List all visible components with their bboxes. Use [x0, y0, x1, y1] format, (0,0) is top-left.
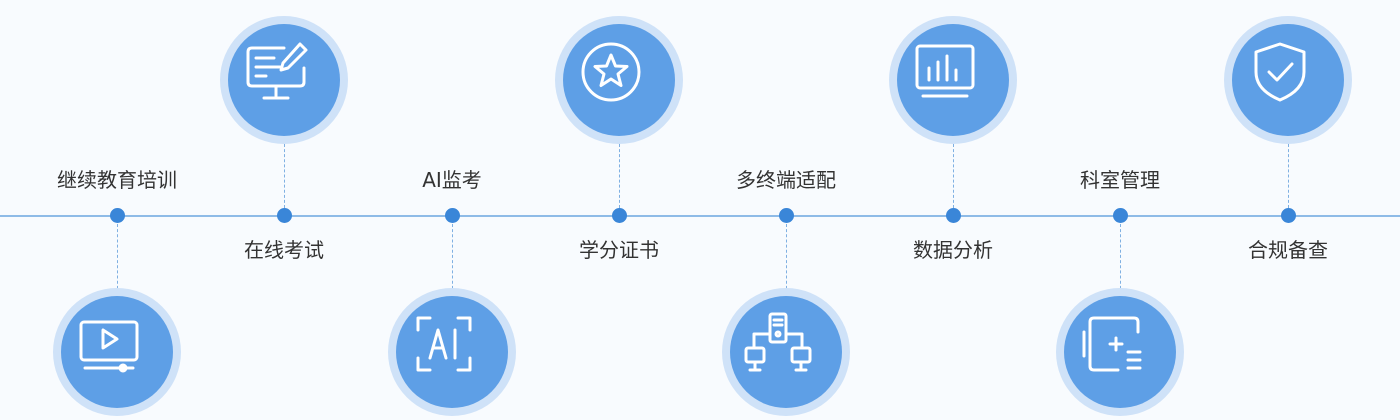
timeline-node	[277, 208, 292, 223]
timeline-node	[779, 208, 794, 223]
feature-label-department-management: 科室管理	[1080, 168, 1160, 192]
timeline-axis	[0, 215, 1400, 217]
feature-badge-credit-certificate	[555, 16, 683, 144]
connector-line	[117, 224, 118, 294]
feature-badge-compliance-record	[1224, 16, 1352, 144]
feature-label-continuing-education: 继续教育培训	[57, 168, 177, 192]
connector-line	[452, 224, 453, 294]
bar-chart-icon	[913, 40, 977, 104]
feature-badge-department-management	[1056, 288, 1184, 416]
ai-scan-icon	[412, 312, 476, 376]
timeline-node	[612, 208, 627, 223]
feature-label-multi-terminal: 多终端适配	[736, 168, 836, 192]
feature-badge-continuing-education	[53, 288, 181, 416]
shield-check-icon	[1248, 40, 1312, 104]
feature-badge-ai-proctoring	[388, 288, 516, 416]
department-manage-icon	[1080, 312, 1144, 376]
timeline-node	[110, 208, 125, 223]
timeline-node	[946, 208, 961, 223]
multi-device-icon	[746, 312, 810, 376]
timeline-node	[1113, 208, 1128, 223]
timeline-node	[445, 208, 460, 223]
connector-line	[1288, 144, 1289, 208]
feature-badge-multi-terminal	[722, 288, 850, 416]
timeline-node	[1281, 208, 1296, 223]
connector-line	[1120, 224, 1121, 294]
feature-label-online-exam: 在线考试	[244, 238, 324, 262]
feature-label-data-analysis: 数据分析	[913, 238, 993, 262]
connector-line	[284, 144, 285, 208]
monitor-edit-icon	[244, 40, 308, 104]
connector-line	[953, 144, 954, 208]
connector-line	[786, 224, 787, 294]
star-badge-icon	[579, 40, 643, 104]
connector-line	[619, 144, 620, 208]
feature-label-credit-certificate: 学分证书	[579, 238, 659, 262]
feature-label-ai-proctoring: AI监考	[422, 168, 482, 192]
feature-badge-data-analysis	[889, 16, 1017, 144]
feature-badge-online-exam	[220, 16, 348, 144]
feature-label-compliance-record: 合规备查	[1248, 238, 1328, 262]
video-play-icon	[77, 312, 141, 376]
